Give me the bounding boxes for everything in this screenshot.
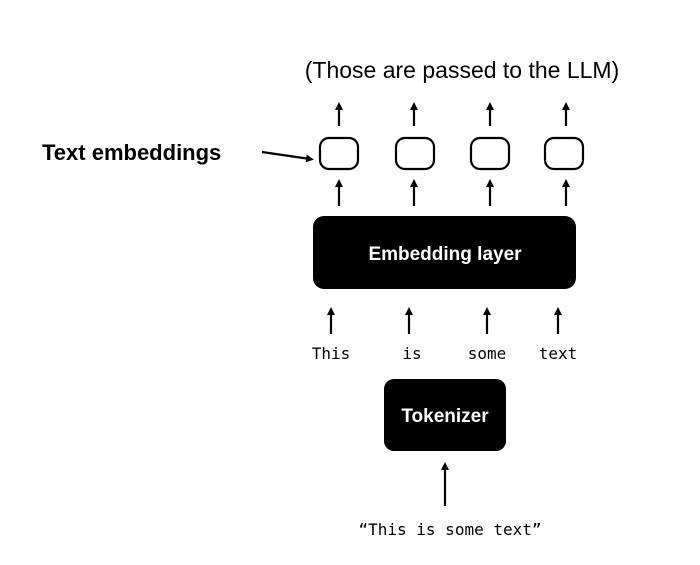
- input-text: “This is some text”: [358, 520, 541, 539]
- embedding-box-3: [469, 136, 511, 171]
- embeddings-pointer-arrow: [261, 150, 314, 163]
- llm-caption: (Those are passed to the LLM): [305, 57, 620, 83]
- embedding-layer-label: Embedding layer: [368, 244, 522, 265]
- embedding-layer-box: [313, 216, 576, 289]
- embedding-box-1: [318, 136, 360, 171]
- embedding-box-4: [543, 136, 585, 171]
- token-2: is: [402, 344, 421, 363]
- embedding-box-2: [394, 136, 436, 171]
- top-arrows: [335, 102, 570, 126]
- tokenizer-box: [384, 379, 506, 451]
- token-1: This: [312, 344, 351, 363]
- tokens: This is some text: [312, 344, 578, 363]
- tokenizer-label: Tokenizer: [401, 406, 489, 427]
- layer-output-arrows: [335, 179, 570, 206]
- token-arrows: [327, 307, 562, 334]
- embedding-boxes: [318, 136, 585, 171]
- text-embeddings-label: Text embeddings: [42, 140, 221, 165]
- token-4: text: [539, 344, 578, 363]
- token-3: some: [468, 344, 507, 363]
